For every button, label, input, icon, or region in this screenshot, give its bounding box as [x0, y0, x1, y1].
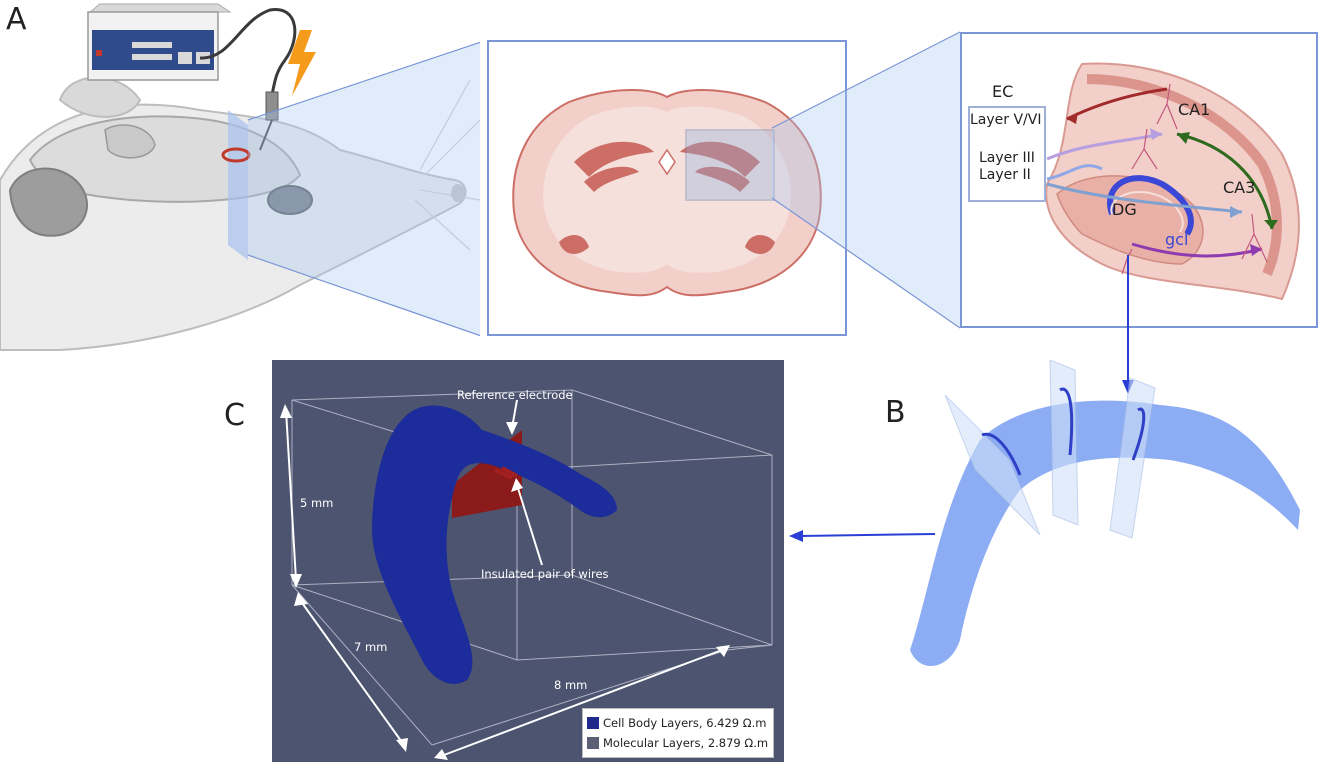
stimulator-device	[87, 3, 232, 81]
panel-a	[0, 0, 480, 370]
fem-model	[280, 389, 773, 760]
legend-item-molecular: Molecular Layers, 2.879 Ω.m	[587, 734, 768, 752]
label-dim-depth: 7 mm	[354, 640, 388, 654]
panel-label-b: B	[885, 395, 906, 430]
label-dim-width: 8 mm	[554, 678, 588, 692]
panel-label-c: C	[224, 398, 245, 433]
bolt-icon	[288, 30, 316, 96]
panel-c	[272, 360, 784, 762]
hippocampus-zoom-box	[685, 129, 775, 201]
label-dim-height: 5 mm	[300, 496, 334, 510]
label-dg: DG	[1112, 200, 1137, 219]
panel-b	[900, 359, 1320, 690]
label-reference-electrode: Reference electrode	[457, 388, 573, 402]
hippocampus-circuit	[1045, 62, 1300, 301]
label-insulated-wires: Insulated pair of wires	[481, 567, 609, 581]
coronal-slice	[512, 89, 822, 297]
insulated-wire-pair	[494, 468, 513, 480]
label-ec: EC	[992, 82, 1014, 101]
panel-label-a: A	[6, 2, 27, 37]
label-layer-v-vi: Layer V/VI	[970, 112, 1042, 128]
label-layer-iii: Layer III	[979, 150, 1035, 166]
legend-item-cell-body: Cell Body Layers, 6.429 Ω.m	[587, 714, 766, 732]
resistivity-legend: Cell Body Layers, 6.429 Ω.m Molecular La…	[582, 708, 774, 758]
rat-eye	[267, 185, 313, 215]
label-ca3: CA3	[1223, 178, 1256, 197]
hippocampus-3d	[910, 359, 1300, 667]
legend-swatch-molecular	[587, 737, 599, 749]
legend-label-molecular: Molecular Layers, 2.879 Ω.m	[603, 736, 769, 750]
label-layer-ii: Layer II	[979, 167, 1031, 183]
label-gcl: gcl	[1165, 230, 1189, 249]
ec-layer-box	[968, 106, 1046, 202]
hippocampus-marker	[221, 147, 251, 163]
label-ca1: CA1	[1178, 100, 1211, 119]
rat-illustration	[0, 3, 480, 351]
slice-plane	[228, 110, 248, 260]
coronal-slice-frame	[487, 40, 847, 336]
legend-label-cell-body: Cell Body Layers, 6.429 Ω.m	[603, 716, 767, 730]
legend-swatch-cell-body	[587, 717, 599, 729]
